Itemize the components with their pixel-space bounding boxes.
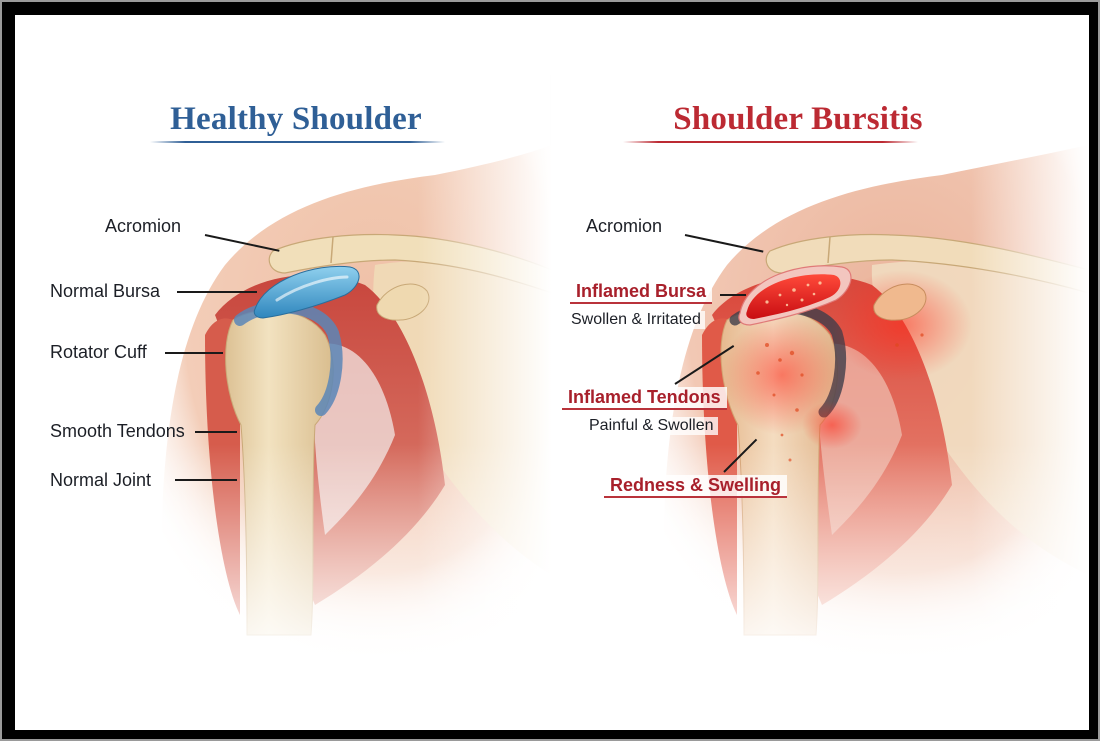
label-inflamed-tendons: Inflamed Tendons [562,387,727,410]
label-normal-bursa: Normal Bursa [50,281,161,301]
label-inflamed-bursa-sub: Swollen & Irritated [567,311,705,329]
shoulder-bursitis-title: Shoulder Bursitis [673,101,923,137]
label-inflamed-bursa: Inflamed Bursa [570,281,713,304]
bursitis-shoulder-panel: Shoulder Bursitis Acromion Inflamed Burs… [552,15,1089,730]
healthy-shoulder-panel: Healthy Shoulder Acromion Normal Bursa R… [15,15,552,730]
label-acromion: Acromion [105,216,182,236]
healthy-shoulder-illustration [15,15,552,730]
title-underline [150,141,445,143]
bursitis-shoulder-illustration [552,15,1089,730]
label-acromion: Acromion [586,216,663,236]
label-normal-joint: Normal Joint [50,470,152,490]
label-smooth-tendons: Smooth Tendons [50,421,185,441]
healthy-shoulder-title: Healthy Shoulder [170,101,422,137]
title-underline [623,141,918,143]
leader-line [165,352,223,354]
leader-line [195,431,237,433]
label-redness-swelling: Redness & Swelling [604,475,788,498]
diagram-canvas: Healthy Shoulder Acromion Normal Bursa R… [15,15,1089,730]
leader-line [720,294,746,296]
label-rotator-cuff: Rotator Cuff [50,342,147,362]
leader-line [175,479,237,481]
label-inflamed-tendons-sub: Painful & Swollen [585,417,718,435]
leader-line [177,291,257,293]
